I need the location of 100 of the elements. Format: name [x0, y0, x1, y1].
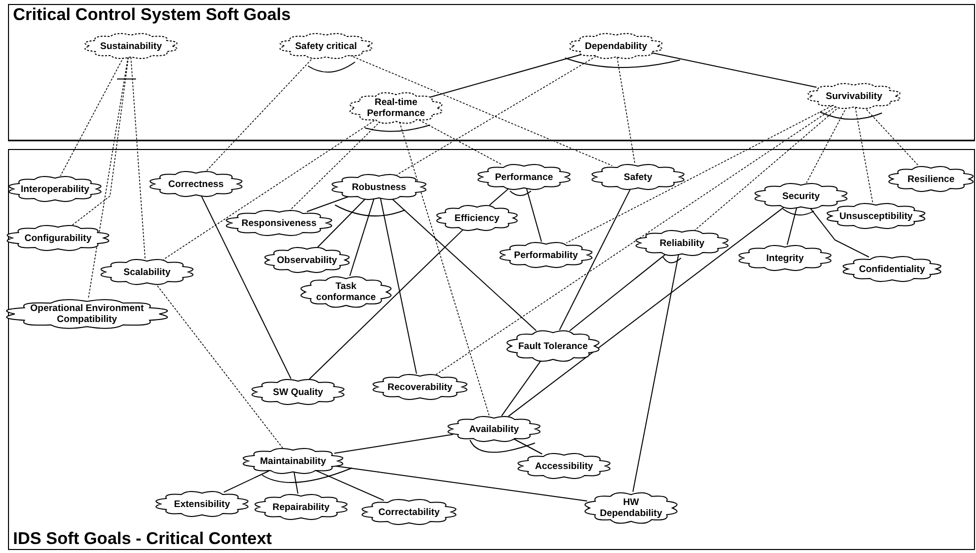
connector-line — [526, 188, 542, 242]
softgoal-cloud — [737, 245, 833, 271]
softgoal-cloud — [634, 230, 730, 256]
context-panel — [8, 4, 975, 141]
connector-line — [335, 466, 588, 502]
connector-line — [130, 56, 146, 260]
softgoal-cloud — [263, 247, 351, 273]
connector-line — [513, 438, 543, 454]
softgoal-label: Configurability — [23, 232, 93, 244]
softgoal-cloud — [241, 448, 345, 474]
connector-line — [396, 56, 596, 176]
softgoal-label: Real-time Performance — [366, 97, 426, 119]
connector-line — [380, 198, 417, 374]
connector-line — [390, 197, 537, 332]
softgoal-cloud — [476, 164, 572, 190]
softgoal-cloud — [3, 299, 171, 329]
softgoal-cloud — [505, 330, 601, 362]
softgoal-label: Dependability — [584, 40, 648, 52]
connector-line — [334, 434, 454, 454]
connector-line — [223, 470, 270, 493]
softgoal-label: Confidentiality — [858, 264, 926, 274]
softgoal-cloud — [371, 374, 469, 400]
softgoal-cloud — [148, 171, 244, 197]
connector-line — [569, 253, 667, 332]
softgoal-label: Accessibility — [534, 460, 594, 472]
connector-line — [349, 198, 375, 276]
softgoal-label: Interoperability — [20, 184, 90, 194]
connector-line — [399, 122, 490, 416]
softgoal-label: HW Dependability — [598, 497, 664, 519]
softgoal-cloud — [99, 259, 195, 285]
softgoal-label: Integrity — [765, 252, 805, 264]
connector-line — [632, 254, 680, 492]
softgoal-label: Survivability — [824, 90, 884, 102]
softgoal-cloud — [253, 494, 349, 520]
softgoal-label: Safety — [622, 172, 654, 182]
connector-line — [651, 52, 817, 88]
connector-line — [316, 470, 384, 501]
connector-line — [566, 106, 832, 244]
softgoal-label: Correctness — [167, 178, 225, 190]
connector-line — [786, 206, 798, 246]
softgoal-label: Repairability — [271, 502, 331, 512]
connector-line — [206, 56, 314, 172]
softgoal-cloud — [753, 183, 849, 209]
softgoal-label: Correctability — [377, 506, 441, 518]
connector-line — [616, 56, 636, 164]
connector-line — [200, 194, 292, 380]
softgoal-cloud — [5, 225, 111, 251]
softgoal-label: SW Quality — [272, 386, 324, 398]
connector-line — [308, 228, 464, 380]
softgoal-label: Sustainability — [99, 40, 163, 52]
softgoal-label: Operational Environment Compatibility — [29, 303, 145, 325]
softgoal-cloud — [224, 210, 334, 236]
connector-line — [436, 106, 836, 375]
connector-line — [317, 198, 367, 248]
softgoal-cloud — [278, 33, 374, 59]
softgoal-label: Observability — [276, 254, 338, 266]
softgoal-cloud — [154, 491, 250, 517]
softgoal-label: Performability — [513, 250, 579, 260]
connector-line — [501, 359, 542, 416]
softgoal-cloud — [83, 33, 179, 59]
connector-line — [163, 120, 375, 260]
connector-line — [418, 120, 503, 166]
softgoal-label: Task conformance — [315, 281, 377, 303]
softgoal-label: Responsiveness — [240, 218, 318, 228]
connector-line — [488, 187, 510, 206]
softgoal-cloud — [299, 276, 393, 308]
connector-line — [88, 56, 128, 300]
softgoal-cloud — [435, 205, 519, 231]
softgoal-label: Maintainability — [259, 456, 327, 466]
connector-line — [808, 206, 870, 258]
panel-title: Critical Control System Soft Goals — [13, 5, 291, 25]
softgoal-label: Unsusceptibility — [838, 210, 914, 222]
softgoal-label: Security — [781, 190, 821, 202]
connector-line — [694, 106, 840, 231]
softgoal-cloud — [841, 256, 943, 282]
softgoal-label: Reliability — [658, 238, 706, 248]
connector-line — [559, 188, 632, 330]
softgoal-cloud — [348, 92, 444, 124]
softgoal-cloud — [7, 176, 103, 202]
softgoal-cloud — [806, 83, 902, 109]
softgoal-cloud — [825, 203, 927, 229]
softgoal-cloud — [516, 453, 612, 479]
connector-line — [154, 282, 283, 448]
softgoal-cloud — [330, 174, 428, 200]
softgoal-label: Performance — [494, 172, 554, 182]
softgoal-cloud — [568, 33, 664, 59]
softgoal-cloud — [446, 416, 542, 442]
connector-line — [72, 56, 129, 226]
connector-line — [508, 206, 786, 417]
softgoal-cloud — [250, 379, 346, 405]
softgoal-cloud — [590, 164, 686, 190]
connector-line — [854, 106, 874, 204]
softgoal-label: Availability — [468, 424, 520, 434]
softgoal-cloud — [360, 499, 458, 525]
softgoal-label: Safety critical — [294, 40, 358, 52]
softgoal-cloud — [583, 492, 679, 524]
panel-title: IDS Soft Goals - Critical Context — [13, 529, 272, 549]
connector-line — [290, 121, 381, 210]
softgoal-label: Robustness — [350, 182, 408, 192]
softgoal-cloud — [887, 166, 975, 192]
